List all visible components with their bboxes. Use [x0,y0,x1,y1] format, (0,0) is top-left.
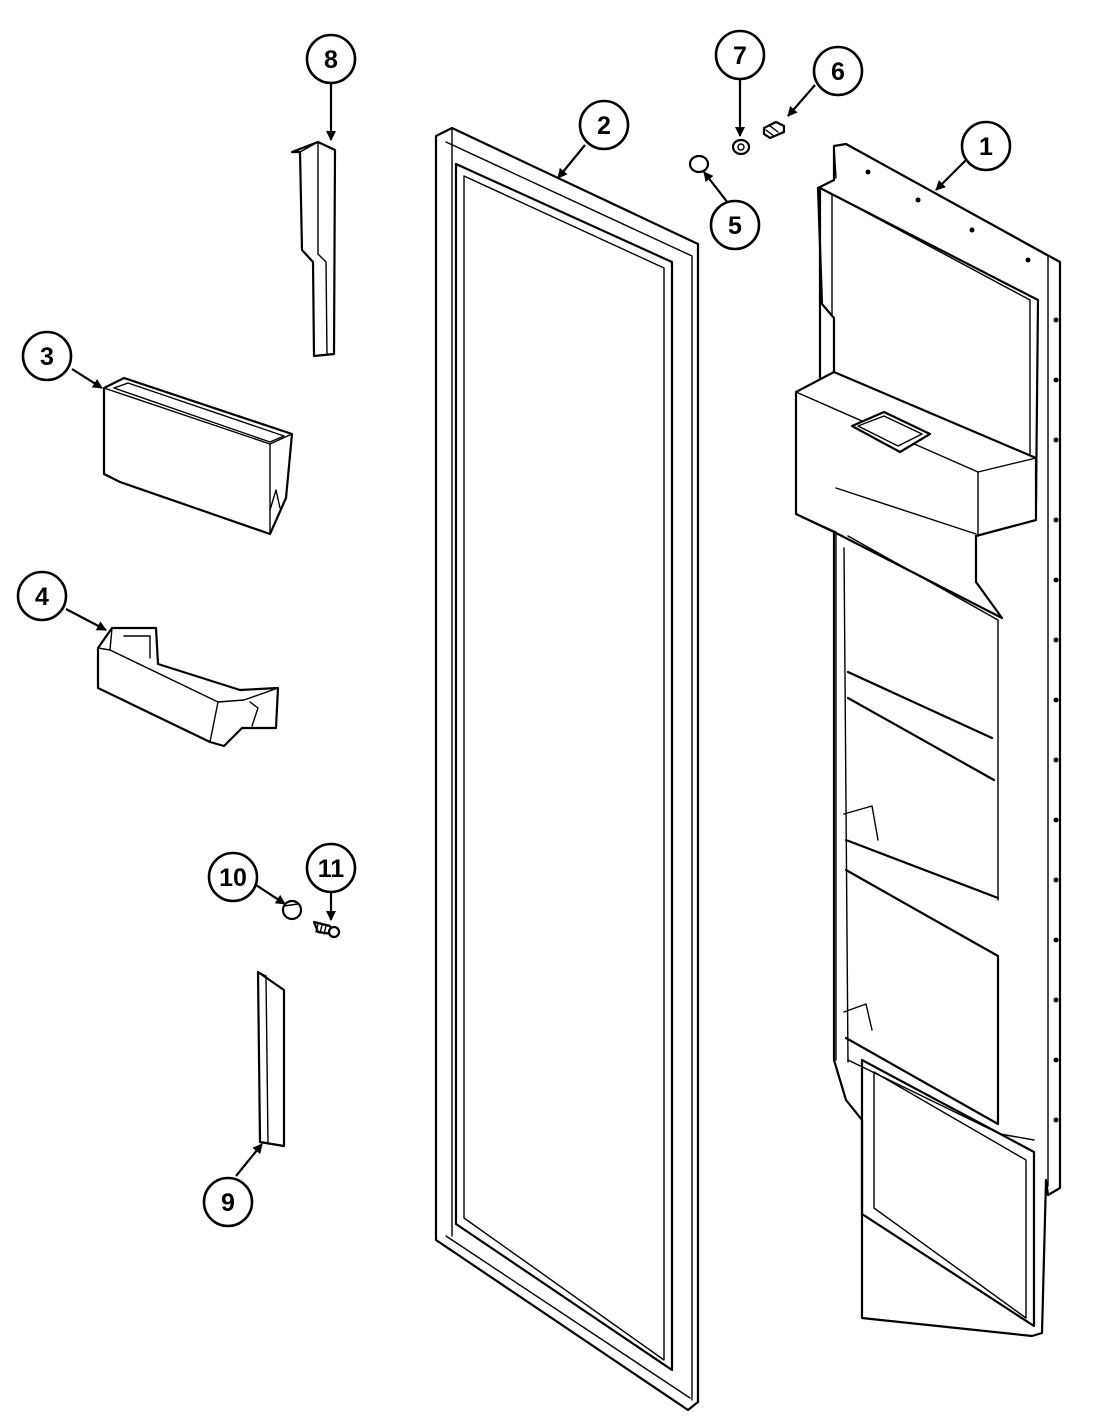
part-10-cap [281,899,303,921]
callout-4: 4 [16,570,68,622]
callout-1: 1 [960,120,1012,172]
part-9-lower-trim [256,970,286,1148]
callout-label-10: 10 [219,864,247,892]
callout-label-3: 3 [40,343,54,371]
part-8-upper-trim [290,140,337,358]
callout-10: 10 [207,851,259,903]
callout-label-1: 1 [979,133,993,161]
leader-9 [235,1143,263,1177]
leader-3 [71,368,103,389]
callout-label-7: 7 [733,42,747,70]
leader-10 [255,884,286,905]
part-3-door-bin [102,376,294,536]
part-7-washer [731,138,751,156]
callout-5: 5 [709,199,761,251]
part-1-door-liner [794,142,1062,1338]
callout-label-9: 9 [221,1189,235,1217]
part-2-door-gasket [434,126,700,1412]
callout-9: 9 [202,1176,254,1228]
callout-8: 8 [305,33,357,85]
callout-3: 3 [21,330,73,382]
leader-lines [65,80,967,1177]
callout-label-6: 6 [831,58,845,86]
leader-5 [703,171,729,204]
leader-6 [787,84,816,117]
callout-2: 2 [578,99,630,151]
callout-label-2: 2 [597,112,611,140]
leader-1 [935,159,967,191]
part-11-screw [312,920,341,939]
callout-6: 6 [812,45,864,97]
callout-label-4: 4 [35,583,49,611]
callout-label-5: 5 [728,212,742,240]
callout-7: 7 [714,29,766,81]
part-5-plug [688,154,710,174]
callout-label-8: 8 [324,46,338,74]
leader-4 [65,608,107,631]
leader-2 [557,144,586,179]
part-4-retainer-bar [96,626,280,748]
callout-label-11: 11 [318,855,345,883]
part-6-screw [762,120,786,140]
callout-11: 11 [305,842,357,894]
